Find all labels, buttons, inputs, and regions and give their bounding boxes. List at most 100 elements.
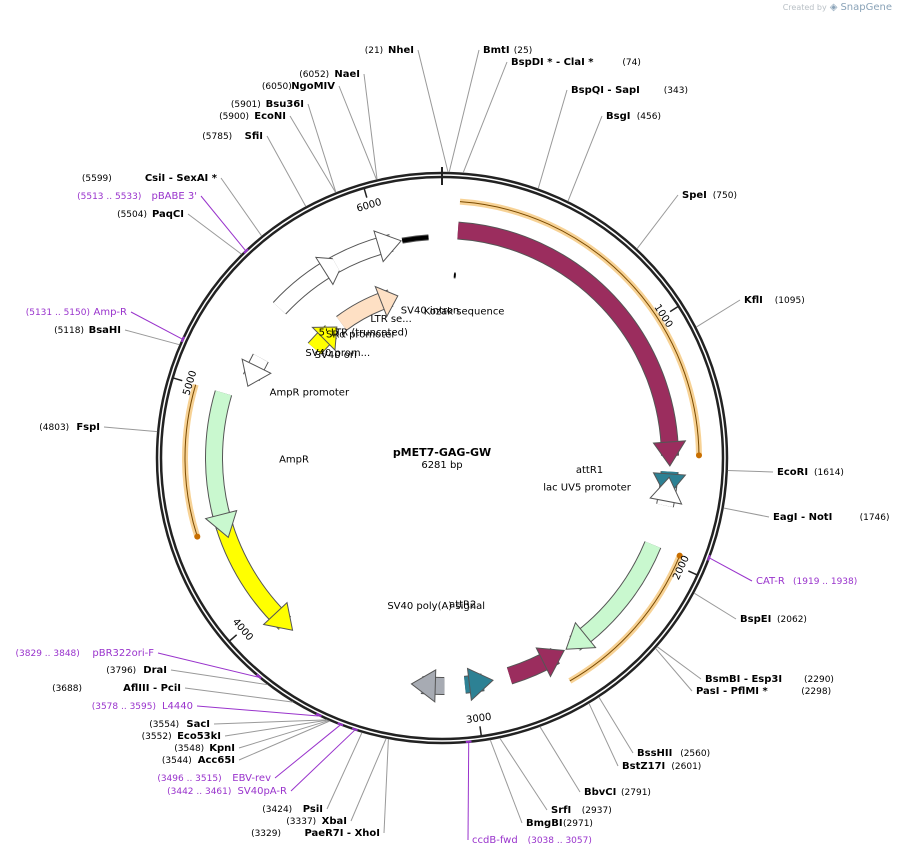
orf-arc-1 <box>568 554 683 684</box>
label-name-pasi-pflmi: PasI - PflMI * <box>696 686 768 697</box>
feature-label-ampr-promoter: AmpR promoter <box>270 387 350 398</box>
feature-label-ltr-se: LTR se... <box>370 314 411 325</box>
label-name-xbai: XbaI <box>322 816 347 827</box>
snapgene-brand-name: SnapGene <box>840 2 892 13</box>
feature-label-ampr: AmpR <box>279 455 309 466</box>
label-name-bsshii: BssHII <box>637 748 672 759</box>
feature-sv40-intron <box>401 235 429 243</box>
label-name-econi: EcoNI <box>254 111 286 122</box>
label-name-bspei: BspEI <box>740 614 771 625</box>
leader-xbai <box>350 738 387 822</box>
leader-bsshii <box>598 696 634 754</box>
label-name-bsu36i: Bsu36I <box>266 99 304 110</box>
leader-srfi <box>499 737 548 811</box>
label-num-saci: (3554) <box>149 720 179 730</box>
label-bsshii: BssHII(2560) <box>637 748 710 759</box>
leader-bbvci <box>539 726 581 793</box>
label-paer7i-xhoi: PaeR7I - XhoI(3329) <box>251 828 380 839</box>
label-name-drai: DraI <box>143 665 167 676</box>
tick-5000 <box>172 377 183 382</box>
label-num-bsmbi-esp3i: (2290) <box>804 675 834 685</box>
primer-mark-7 <box>243 248 249 254</box>
feature-cmr <box>569 541 661 650</box>
leader-eagi-noti <box>723 507 770 518</box>
leader-bmgbi <box>489 739 523 824</box>
tick-label-4000: 4000 <box>230 617 255 643</box>
leader-bsu36i <box>307 103 337 193</box>
label-num-l4440: (3578 .. 3595) <box>92 702 156 712</box>
orf-arrow-0 <box>695 452 702 459</box>
label-eco53ki: Eco53kI(3552) <box>142 731 221 742</box>
label-ngomiv: NgoMIV(6050) <box>262 81 335 92</box>
label-num-ngomiv: (6050) <box>262 82 292 92</box>
label-pbr322ori-f: pBR322ori-F(3829 .. 3848) <box>16 648 155 659</box>
label-name-bsgi: BsgI <box>606 111 630 122</box>
leader-bsahi <box>124 329 180 346</box>
primer-mark-2 <box>315 712 322 718</box>
tick-6000 <box>363 187 368 198</box>
label-bspei: BspEI(2062) <box>740 614 807 625</box>
label-num-bspdi-clai: (74) <box>622 58 640 68</box>
primer-mark-3 <box>256 673 262 679</box>
label-l4440: L4440(3578 .. 3595) <box>92 701 193 712</box>
label-name-amp-r: Amp-R <box>94 307 128 318</box>
leader-drai <box>170 669 268 686</box>
label-num-sv40pa-r: (3442 .. 3461) <box>167 787 231 797</box>
leader-sv40pa-r <box>290 729 355 792</box>
leader-pasi-pflmi <box>655 647 693 692</box>
label-paqci: PaqCI(5504) <box>117 209 184 220</box>
primer-mark-1 <box>465 740 472 744</box>
label-name-acc65i: Acc65I <box>198 755 235 766</box>
label-bmti: BmtI(25) <box>483 45 532 56</box>
tick-1000 <box>669 305 679 313</box>
tick-label-6000: 6000 <box>355 197 383 215</box>
label-num-bsgi: (456) <box>637 112 661 122</box>
label-num-drai: (3796) <box>106 666 136 676</box>
label-num-ecori: (1614) <box>814 468 844 478</box>
label-name-pbr322ori-f: pBR322ori-F <box>92 648 154 659</box>
label-bspqi-sapi: BspQI - SapI(343) <box>571 85 688 96</box>
label-num-bsahi: (5118) <box>54 326 84 336</box>
leader-ccdb-fwd <box>467 742 470 841</box>
label-name-pbabe-3: pBABE 3' <box>151 191 197 202</box>
label-num-bsu36i: (5901) <box>231 100 261 110</box>
feature-label-lac-uv5-promoter: lac UV5 promoter <box>543 482 632 493</box>
label-name-sfii: SfiI <box>245 131 263 142</box>
label-srfi: SrfI(2937) <box>551 805 612 816</box>
leader-afliii-pcii <box>184 687 294 703</box>
primer-mark-6 <box>180 336 185 343</box>
orf-layer <box>182 198 702 684</box>
label-num-eagi-noti: (1746) <box>860 513 890 523</box>
feature-label-kozak-sequence: Kozak sequence <box>424 307 505 318</box>
label-name-ebv-rev: EBV-rev <box>232 773 271 784</box>
feature-arrowhead-hiv-1-gag <box>652 440 687 467</box>
plasmid-name: pMET7-GAG-GW <box>393 446 491 459</box>
label-saci: SacI(3554) <box>149 719 210 730</box>
leader-sfii <box>266 135 307 207</box>
tick-label-3000: 3000 <box>466 712 493 726</box>
label-num-bstz17i: (2601) <box>671 762 701 772</box>
label-sv40pa-r: SV40pA-R(3442 .. 3461) <box>167 786 287 797</box>
label-num-paer7i-xhoi: (3329) <box>251 829 281 839</box>
primer-mark-4 <box>337 722 344 727</box>
label-num-csii-sexai: (5599) <box>82 174 112 184</box>
label-acc65i: Acc65I(3544) <box>162 755 235 766</box>
label-num-xbai: (3337) <box>286 817 316 827</box>
label-num-kfli: (1095) <box>775 296 805 306</box>
label-xbai: XbaI (3337) <box>286 816 347 827</box>
label-num-econi: (5900) <box>219 112 249 122</box>
label-name-psii: PsiI <box>303 804 323 815</box>
feature-arrowhead-ampr <box>204 509 238 539</box>
leader-kpni <box>238 720 329 749</box>
label-kfli: KflI(1095) <box>744 295 805 306</box>
feature-label-attr1: attR1 <box>576 465 603 476</box>
tick-4000 <box>228 634 238 642</box>
label-naei: NaeI(6052) <box>299 69 360 80</box>
leader-bspei <box>693 592 737 620</box>
label-nhei: NheI(21) <box>365 45 414 56</box>
leader-ecori <box>727 470 774 473</box>
leader-line-layer <box>103 49 774 841</box>
label-csii-sexai: CsiI - SexAI *(5599) <box>82 173 218 184</box>
